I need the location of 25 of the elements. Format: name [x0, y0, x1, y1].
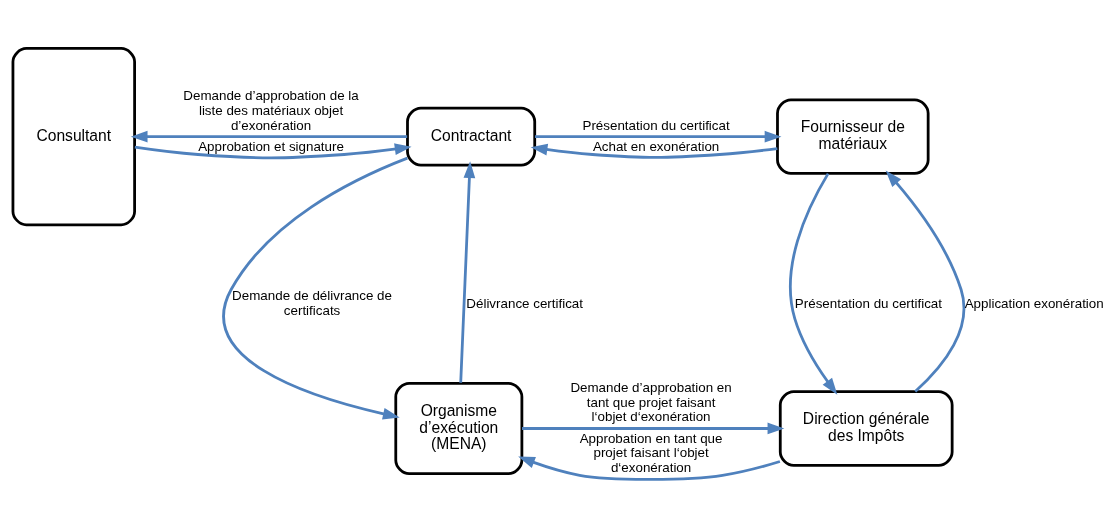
- edge-label: Demande de délivrance de certificats: [232, 288, 392, 318]
- edge-label: Présentation du certificat: [794, 295, 943, 311]
- node-box: Fournisseur de matériaux: [776, 98, 930, 175]
- arrow: [530, 143, 778, 159]
- node-box: Consultant: [11, 47, 136, 227]
- edge-label: Demande d’approbation en tant que projet faisant l‘objet d‘exonération: [570, 380, 732, 425]
- arrow: [459, 161, 476, 383]
- edge-label: Achat en exonération: [592, 138, 720, 154]
- arrow: [522, 422, 785, 435]
- edge-label: Application exonération: [964, 295, 1104, 311]
- node-box: Direction générale des Impôts: [778, 390, 954, 467]
- arrow: [134, 143, 412, 160]
- edge-label: Présentation du certificat: [582, 117, 730, 133]
- edge-label: Approbation en tant que projet faisant l‘objet d‘exonération: [579, 430, 723, 475]
- edge-label: Délivrance certificat: [466, 295, 584, 311]
- arrow: [789, 172, 838, 395]
- arrow: [885, 170, 966, 393]
- arrow: [518, 456, 781, 481]
- arrow: [222, 156, 408, 420]
- node-box: Organisme d’exécution (MENA): [394, 381, 524, 476]
- arrow: [535, 130, 782, 143]
- node-box: Contractant: [406, 106, 537, 167]
- arrow: [130, 130, 408, 143]
- edge-label: Demande d’approbation de la liste des matériaux objet d’exonération: [183, 88, 359, 133]
- edge-label: Approbation et signature: [198, 138, 344, 154]
